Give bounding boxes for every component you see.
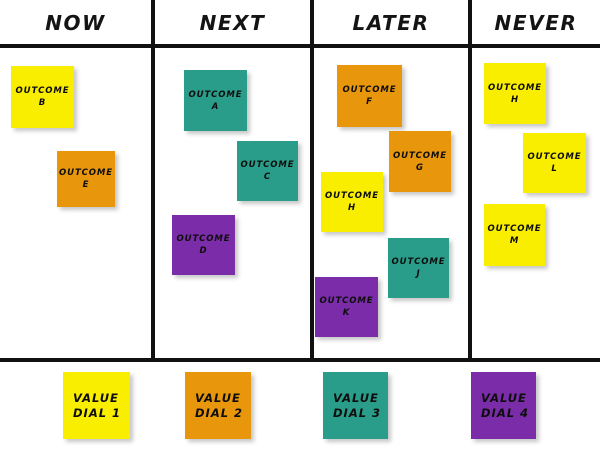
outcome-note-d[interactable]: OUTCOME D	[172, 215, 235, 275]
outcome-note-e[interactable]: OUTCOME E	[57, 151, 115, 207]
note-line-2: A	[211, 101, 220, 112]
note-line-2: F	[366, 97, 373, 107]
note-line-1: OUTCOME	[487, 224, 542, 234]
outcome-note-c[interactable]: OUTCOME C	[237, 141, 298, 201]
note-line-1: OUTCOME	[15, 86, 70, 96]
header-divider-line	[0, 44, 600, 48]
note-line-2: H	[510, 94, 519, 105]
outcome-note-l[interactable]: OUTCOME L	[523, 133, 586, 193]
note-line-1: OUTCOME	[342, 85, 397, 95]
note-line-1: OUTCOME	[176, 234, 231, 244]
outcome-note-b[interactable]: OUTCOME B	[11, 66, 74, 128]
note-line-1: OUTCOME	[393, 150, 447, 161]
note-line-1: OUTCOME	[488, 82, 542, 93]
note-line-2: DIAL 1	[73, 405, 122, 420]
note-line-2: B	[38, 98, 47, 108]
note-line-1: OUTCOME	[325, 191, 379, 201]
note-line-1: VALUE	[481, 390, 527, 405]
note-line-2: C	[263, 172, 272, 182]
column-header-never[interactable]: NEVER	[494, 11, 578, 35]
note-line-1: OUTCOME	[59, 168, 113, 178]
column-divider-2	[310, 0, 314, 361]
note-line-1: VALUE	[195, 390, 241, 405]
note-line-2: H	[347, 203, 356, 213]
outcome-note-j[interactable]: OUTCOME J	[388, 238, 449, 298]
note-line-2: E	[82, 180, 90, 190]
outcome-note-k[interactable]: OUTCOME K	[315, 277, 378, 337]
column-divider-3	[468, 0, 472, 361]
note-line-1: OUTCOME	[188, 89, 243, 100]
outcome-note-h1[interactable]: OUTCOME H	[321, 172, 383, 232]
note-line-1: OUTCOME	[240, 160, 295, 170]
outcome-note-f[interactable]: OUTCOME F	[337, 65, 402, 127]
note-line-2: DIAL 3	[333, 405, 382, 420]
note-line-2: K	[342, 308, 351, 318]
note-line-1: VALUE	[73, 390, 119, 405]
note-line-2: DIAL 4	[481, 405, 530, 420]
outcome-note-m[interactable]: OUTCOME M	[484, 204, 545, 266]
value-dial-divider-line	[0, 358, 600, 362]
column-header-next[interactable]: NEXT	[199, 11, 266, 35]
note-line-2: DIAL 2	[195, 405, 244, 420]
note-line-2: G	[416, 162, 424, 173]
note-line-1: OUTCOME	[319, 296, 374, 306]
note-line-1: OUTCOME	[391, 257, 446, 267]
note-line-2: D	[199, 246, 208, 256]
column-header-now[interactable]: NOW	[45, 11, 106, 35]
column-divider-1	[151, 0, 155, 361]
column-header-later[interactable]: LATER	[352, 11, 430, 35]
note-line-1: OUTCOME	[527, 152, 582, 162]
note-line-1: VALUE	[333, 390, 379, 405]
note-line-2: L	[551, 164, 558, 174]
note-line-2: M	[509, 236, 520, 246]
note-line-2: J	[416, 269, 421, 279]
